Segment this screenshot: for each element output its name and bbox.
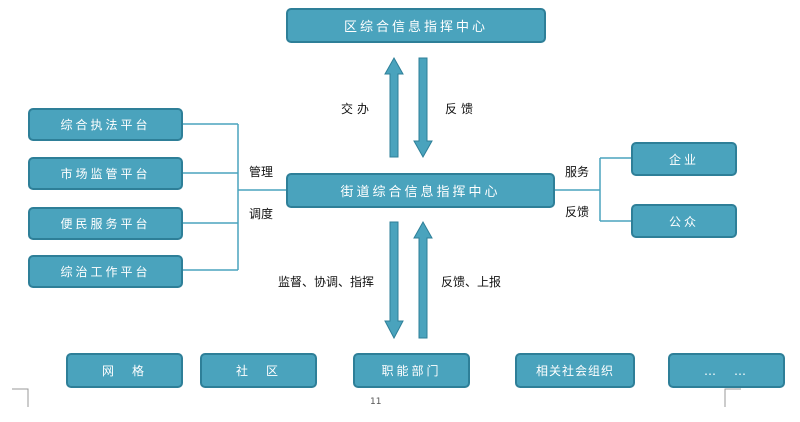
- label-assign: 交办: [341, 102, 374, 116]
- arrow-up-top: [384, 56, 404, 158]
- unit-functional-departments: 职能部门: [353, 353, 470, 388]
- unit-social-organizations: 相关社会组织: [515, 353, 635, 388]
- platform-public-service: 便民服务平台: [28, 207, 183, 240]
- platform-market-supervision: 市场监管平台: [28, 157, 183, 190]
- right-connector: [555, 157, 631, 222]
- unit-more: … …: [668, 353, 785, 388]
- label-supervise-coordinate-command: 监督、协调、指挥: [278, 275, 375, 289]
- label-feedback-report: 反馈、上报: [441, 275, 502, 289]
- arrow-down-bottom: [384, 221, 404, 340]
- left-connector: [183, 123, 287, 271]
- label-feedback-right: 反馈: [565, 205, 590, 219]
- page-number: 11: [370, 397, 382, 407]
- label-dispatch: 调度: [249, 207, 274, 221]
- unit-community: 社 区: [200, 353, 317, 388]
- platform-social-governance: 综治工作平台: [28, 255, 183, 288]
- party-enterprise: 企业: [631, 142, 737, 176]
- label-manage: 管理: [249, 165, 274, 179]
- platform-comprehensive-enforcement: 综合执法平台: [28, 108, 183, 141]
- label-service: 服务: [565, 165, 590, 179]
- label-feedback-top: 反馈: [445, 102, 478, 116]
- party-public: 公众: [631, 204, 737, 238]
- arrow-down-top: [413, 57, 433, 159]
- unit-grid: 网 格: [66, 353, 183, 388]
- page-corner-marks: [12, 388, 741, 407]
- district-command-center: 区综合信息指挥中心: [286, 8, 546, 43]
- street-command-center: 街道综合信息指挥中心: [286, 173, 555, 208]
- arrow-up-bottom: [413, 220, 433, 339]
